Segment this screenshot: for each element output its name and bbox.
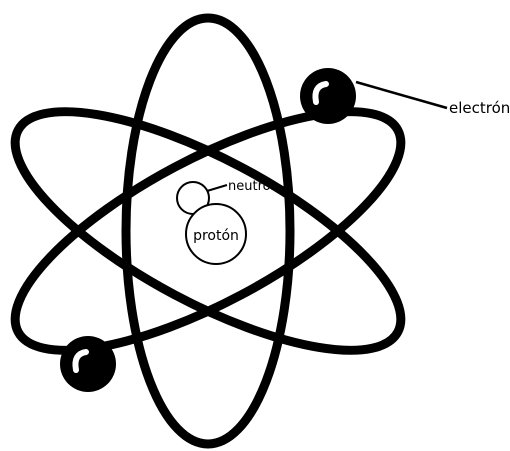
electron-upper (300, 68, 356, 124)
proton-label: protón (193, 228, 239, 244)
neutron-pointer-line (207, 185, 227, 191)
neutron-label: neutrón (228, 179, 279, 194)
electron-pointer-line (356, 82, 447, 108)
electron-label: electrón (449, 99, 510, 117)
electron-lower (60, 336, 116, 392)
